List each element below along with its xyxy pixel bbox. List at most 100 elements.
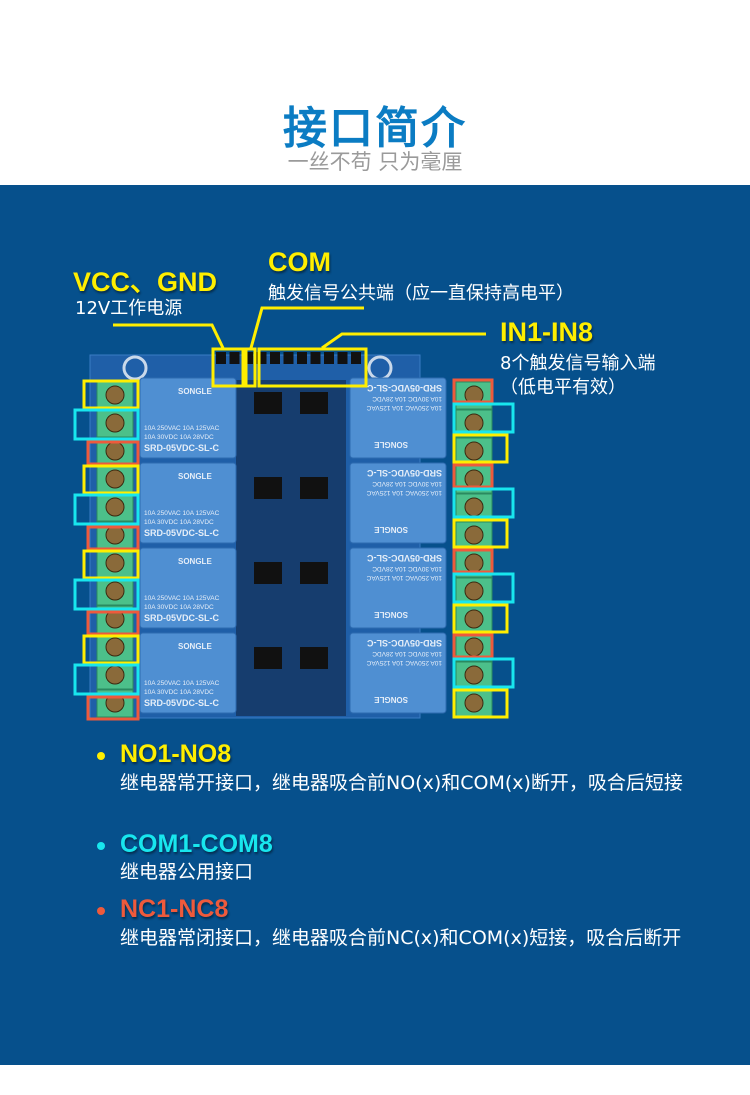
com-terminal-highlight xyxy=(73,493,140,526)
header-pin xyxy=(297,352,307,364)
terminal-screw xyxy=(464,469,484,489)
page-subtitle: 一丝不苟 只为毫厘 xyxy=(287,150,463,174)
relay-label: 10A 30VDC 10A 28VDC xyxy=(144,434,214,441)
relay-label: 10A 250VAC 10A 125VAC xyxy=(144,595,220,602)
nc-terminal-highlight xyxy=(452,378,494,404)
legend-label: COM1-COM8 xyxy=(120,830,273,858)
no-terminal-highlight xyxy=(82,549,140,580)
relay-label: 10A 30VDC 10A 28VDC xyxy=(372,480,442,487)
relay-label: 10A 30VDC 10A 28VDC xyxy=(144,519,214,526)
relay-label: SRD-05VDC-SL-C xyxy=(144,528,220,538)
relay-label: SONGLE xyxy=(178,387,212,396)
relay-label: SONGLE xyxy=(178,472,212,481)
header-pin xyxy=(270,352,280,364)
terminal-screw xyxy=(105,637,125,657)
terminal-screw xyxy=(105,497,125,517)
legend-desc: 继电器常开接口，继电器吸合前NO(x)和COM(x)断开，吸合后短接 xyxy=(120,772,683,794)
terminal-screw xyxy=(105,525,125,545)
header-pin xyxy=(216,352,226,364)
nc-terminal-highlight xyxy=(86,610,140,636)
relay-left-4: SONGLE 10A 250VAC 10A 125VAC 10A 30VDC 10A… xyxy=(139,632,237,714)
power-callout-desc: 12V工作电源 xyxy=(75,298,183,319)
relay-label: SRD-05VDC-SL-C xyxy=(366,383,442,393)
header-pin xyxy=(229,352,240,364)
no-terminal-highlight xyxy=(82,379,140,410)
bullet-icon xyxy=(97,907,105,915)
relay-body xyxy=(139,547,237,629)
relay-print: SONGLE 10A 250VAC 10A 125VAC 10A 30VDC 10A… xyxy=(144,642,220,708)
com-terminal-highlight xyxy=(73,408,140,441)
terminal-screw xyxy=(464,553,484,573)
terminal-screw xyxy=(464,665,484,685)
terminal-screw xyxy=(464,693,484,713)
com-leader-line xyxy=(249,306,364,349)
optocoupler xyxy=(300,562,328,584)
relay-left-1: SONGLE 10A 250VAC 10A 125VAC 10A 30VDC 10A… xyxy=(139,377,237,459)
relay-body xyxy=(349,632,447,714)
relay-label: SRD-05VDC-SL-C xyxy=(144,443,220,453)
inputs-leader-line xyxy=(321,332,486,350)
inputs-callout-label: IN1-IN8 xyxy=(500,317,594,347)
relay-label: SRD-05VDC-SL-C xyxy=(144,698,220,708)
no-terminal-highlight xyxy=(82,634,140,665)
relay-label: 10A 250VAC 10A 125VAC xyxy=(144,680,220,687)
bullet-icon xyxy=(97,842,105,850)
legend-label: NC1-NC8 xyxy=(120,895,229,923)
optocoupler xyxy=(254,562,282,584)
input-pins-highlight xyxy=(257,347,368,388)
relay-label: 10A 30VDC 10A 28VDC xyxy=(372,395,442,402)
no-terminal-highlight xyxy=(452,603,509,634)
header-pin xyxy=(256,352,267,364)
relay-print: SONGLE 10A 250VAC 10A 125VAC 10A 30VDC 10A… xyxy=(144,387,220,453)
relay-label: SONGLE xyxy=(374,525,408,534)
inputs-callout-desc: 8个触发信号输入端 xyxy=(500,353,656,374)
terminal-screw xyxy=(105,385,125,405)
nc-terminal-highlight xyxy=(86,525,140,551)
com-pin-highlight xyxy=(244,347,257,388)
relay-label: SONGLE xyxy=(374,610,408,619)
relay-body xyxy=(139,632,237,714)
relay-label: 10A 250VAC 10A 125VAC xyxy=(366,404,442,411)
inputs-callout-note: （低电平有效） xyxy=(500,377,626,398)
terminal-screw xyxy=(464,581,484,601)
relay-label: 10A 250VAC 10A 125VAC xyxy=(366,489,442,496)
power-callout-label: VCC、GND xyxy=(73,267,218,297)
relay-label: SONGLE xyxy=(178,642,212,651)
relay-label: 10A 250VAC 10A 125VAC xyxy=(366,659,442,666)
relay-body xyxy=(139,377,237,459)
terminal-screw xyxy=(464,525,484,545)
relay-label: 10A 30VDC 10A 28VDC xyxy=(144,689,214,696)
power-pins-highlight xyxy=(211,347,245,388)
terminal-screw xyxy=(464,637,484,657)
optocoupler xyxy=(300,392,328,414)
com-terminal-highlight xyxy=(73,578,140,611)
optocoupler xyxy=(254,647,282,669)
com-terminal-highlight xyxy=(73,663,140,696)
relay-body xyxy=(349,377,447,459)
bullet-icon xyxy=(97,752,105,760)
no-terminal-highlight xyxy=(452,433,509,464)
optocoupler xyxy=(254,477,282,499)
relay-label: SONGLE xyxy=(178,557,212,566)
terminal-screw xyxy=(464,609,484,629)
header-pin xyxy=(337,352,348,364)
relay-label: 10A 250VAC 10A 125VAC xyxy=(144,425,220,432)
terminal-screw xyxy=(105,665,125,685)
header-pin xyxy=(310,352,321,364)
header-pin xyxy=(243,352,253,364)
com-terminal-highlight xyxy=(452,657,515,689)
optocoupler xyxy=(254,392,282,414)
header-pin xyxy=(324,352,334,364)
terminal-screw xyxy=(464,441,484,461)
optocoupler xyxy=(300,647,328,669)
terminal-screw xyxy=(105,553,125,573)
relay-body xyxy=(349,547,447,629)
